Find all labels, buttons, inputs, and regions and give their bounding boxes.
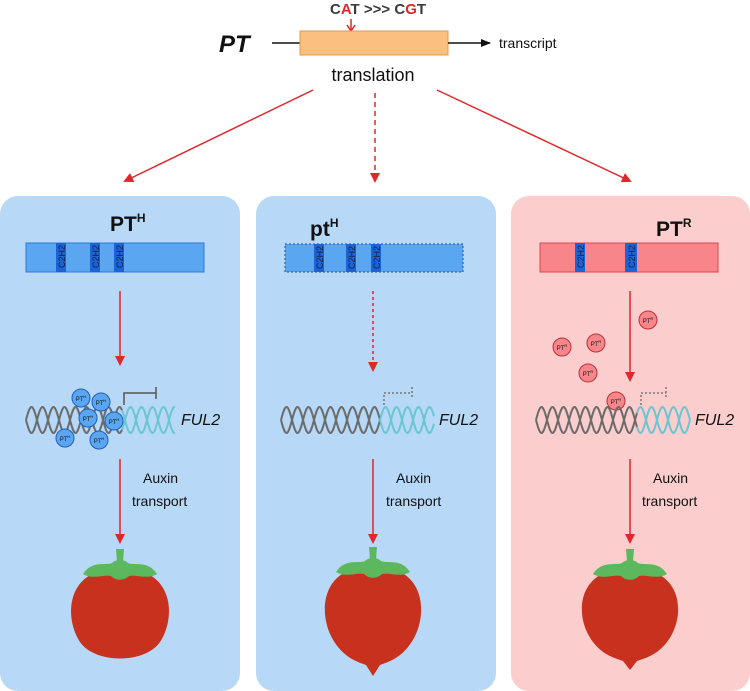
auxin-label-line2: transport [642, 493, 697, 509]
svg-text:PTH: PTH [83, 414, 94, 423]
gene-label-ful2: FUL2 [439, 412, 478, 429]
translation-label: translation [331, 65, 414, 85]
dna-strand [379, 406, 435, 434]
auxin-label-line1: Auxin [396, 470, 431, 486]
gene-label-ful2: FUL2 [181, 412, 220, 429]
domain-label: C2H2 [347, 246, 357, 269]
tomato-fruit-pointed [581, 549, 679, 670]
dna-strand [25, 406, 123, 434]
panel-title: PTH [110, 211, 146, 236]
panel-ptr: PTR C2H2 C2H2 PTR PTR PTR PTR PTR FUL2 A… [511, 196, 750, 691]
dna-helix [25, 406, 175, 434]
protein-cluster: PTH PTH PTH PTH PTH PTH [55, 388, 124, 450]
c2h2-domain [56, 243, 66, 272]
protein-domain-bar: C2H2 C2H2 C2H2 [284, 243, 464, 273]
pt-protein: PTR [552, 337, 572, 357]
promoter-weak-symbol [383, 387, 413, 405]
dna-strand [379, 406, 435, 434]
domain-label: C2H2 [115, 245, 125, 268]
gene-exon-box [299, 30, 449, 56]
c2h2-domain [575, 243, 585, 272]
panel-pth: PTH C2H2 C2H2 C2H2 FUL2 PTH PTH PTH PTH … [0, 196, 240, 691]
pt-protein: PTR [578, 363, 598, 383]
c2h2-domain [346, 244, 356, 272]
panel-title: ptH [310, 216, 339, 241]
svg-text:PTH: PTH [109, 417, 120, 426]
panel-background [0, 196, 240, 691]
auxin-label-line2: transport [386, 493, 441, 509]
dna-strand [636, 406, 691, 434]
domain-label: C2H2 [57, 245, 67, 268]
domain-label: C2H2 [627, 245, 637, 268]
panel-pth-weak: ptH C2H2 C2H2 C2H2 FUL2 Auxin transport [256, 196, 496, 691]
domain-label: C2H2 [315, 246, 325, 269]
dna-strand [121, 406, 175, 434]
svg-text:PTR: PTR [611, 397, 622, 406]
panel-title: PTR [656, 216, 692, 241]
free-proteins: PTR PTR PTR PTR PTR [552, 310, 658, 411]
svg-text:PTH: PTH [76, 394, 87, 403]
pt-protein: PTH [78, 408, 98, 428]
tomato-fruit-round [71, 549, 169, 659]
svg-text:PTR: PTR [591, 339, 602, 348]
dna-strand [535, 406, 638, 434]
mutation-label: CAT >>> CGT [330, 1, 426, 18]
dna-helix [280, 406, 435, 434]
domain-label: C2H2 [91, 245, 101, 268]
panel-background [256, 196, 496, 691]
pt-protein-bound: PTR [606, 391, 626, 411]
gene-name: PT [219, 31, 252, 58]
auxin-label-line2: transport [132, 493, 187, 509]
c2h2-domain [371, 244, 381, 272]
c2h2-domain [625, 243, 637, 272]
pt-protein: PTH [104, 411, 124, 431]
pt-protein: PTH [71, 388, 91, 408]
promoter-weak-symbol [640, 387, 667, 405]
arrow-to-panel-1 [123, 89, 314, 183]
pt-protein: PTR [638, 310, 658, 330]
dna-strand [25, 406, 123, 434]
gene-header: CAT >>> CGT PT transcript translation [219, 1, 557, 85]
pt-protein: PTH [91, 392, 111, 412]
arrow-to-panel-3 [436, 89, 632, 183]
svg-text:PTH: PTH [94, 436, 105, 445]
pt-protein: PTH [55, 428, 75, 448]
promoter-block-symbol [123, 387, 157, 405]
transcript-label: transcript [499, 35, 557, 51]
svg-text:PTR: PTR [643, 316, 654, 325]
c2h2-domain [90, 243, 100, 272]
protein-domain-bar: C2H2 C2H2 [539, 242, 719, 273]
dna-strand [280, 406, 381, 434]
svg-text:PTR: PTR [557, 343, 568, 352]
c2h2-domain [314, 244, 324, 272]
protein-domain-bar: C2H2 C2H2 C2H2 [25, 242, 205, 273]
svg-text:PTR: PTR [583, 369, 594, 378]
auxin-label-line1: Auxin [143, 470, 178, 486]
c2h2-domain [114, 243, 124, 272]
panel-background [511, 196, 750, 691]
dna-helix [535, 406, 691, 434]
domain-label: C2H2 [576, 245, 586, 268]
pt-protein: PTR [586, 333, 606, 353]
svg-text:PTH: PTH [60, 434, 71, 443]
auxin-label-line1: Auxin [653, 470, 688, 486]
dna-strand [280, 406, 381, 434]
svg-text:PTH: PTH [96, 398, 107, 407]
gene-label-ful2: FUL2 [695, 412, 734, 429]
domain-label: C2H2 [372, 246, 382, 269]
dna-strand [535, 406, 638, 434]
dna-strand [121, 406, 175, 434]
tomato-fruit-pointed [324, 547, 422, 676]
pt-protein: PTH [89, 430, 109, 450]
